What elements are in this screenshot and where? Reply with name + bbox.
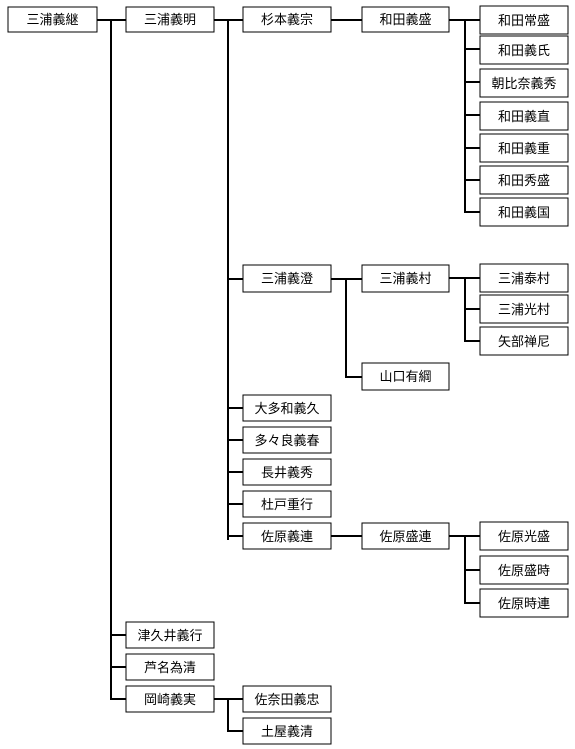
node-box-n7 (242, 394, 332, 422)
node-box-n3f (479, 165, 569, 195)
node-label-n2: 杉本義宗 (261, 12, 313, 28)
node-label-n3b: 和田義氏 (498, 43, 550, 59)
node-box-n12a (479, 521, 569, 551)
node-label-n13: 津久井義行 (137, 628, 202, 644)
edge-root-trunk (97, 19, 126, 700)
node-label-n5a: 三浦泰村 (498, 272, 550, 287)
node-label-n5c: 矢部禅尼 (498, 335, 550, 350)
node-label-n1: 三浦義明 (144, 12, 196, 28)
node-box-n3e (479, 133, 569, 163)
node-label-n7: 大多和義久 (254, 401, 319, 417)
node-box-root (7, 6, 98, 33)
node-label-n14: 芦名為清 (144, 660, 196, 676)
node-box-n15 (125, 685, 215, 713)
node-box-n16 (242, 685, 332, 713)
node-label-root: 三浦義継 (26, 12, 78, 28)
node-box-n5a (479, 263, 569, 293)
node-box-n11 (242, 522, 332, 550)
node-label-n3g: 和田義国 (498, 205, 550, 221)
node-box-n3c (479, 68, 569, 98)
node-box-n8 (242, 426, 332, 454)
node-label-n12b: 佐原盛時 (498, 564, 550, 579)
edge-n15-trunk (214, 698, 243, 732)
node-label-n3d: 和田義直 (498, 109, 550, 125)
node-label-n3c: 朝比奈義秀 (491, 76, 556, 92)
node-label-n10: 杜戸重行 (261, 497, 313, 513)
node-label-n3a: 和田常盛 (498, 14, 550, 29)
node-box-n5b (479, 294, 569, 324)
node-box-n5 (361, 264, 450, 293)
node-label-n16: 佐奈田義忠 (254, 692, 319, 708)
node-label-n5: 三浦義村 (379, 271, 431, 287)
node-box-n2 (242, 6, 332, 33)
node-label-n4: 三浦義澄 (261, 271, 313, 287)
node-label-n8: 多々良義春 (254, 433, 319, 449)
node-box-n9 (242, 458, 332, 486)
node-label-n11: 佐原義連 (261, 529, 313, 545)
node-label-n9: 長井義秀 (261, 465, 313, 481)
node-label-n12c: 佐原時連 (498, 597, 550, 612)
tree-nodes: 三浦義継 三浦義明 杉本義宗 和田義盛 和田常盛 和田義氏 朝比奈義秀 和田義直… (7, 5, 569, 745)
node-box-n3b (479, 35, 569, 65)
node-box-n14 (125, 653, 215, 681)
node-label-n3f: 和田秀盛 (498, 174, 550, 189)
node-box-n1 (125, 6, 215, 33)
node-label-n3: 和田義盛 (379, 12, 431, 28)
node-label-n3e: 和田義重 (498, 141, 550, 157)
node-box-n3a (479, 5, 569, 35)
node-label-n15: 岡崎義実 (144, 692, 196, 708)
node-box-n5c (479, 326, 569, 356)
node-box-n12c (479, 588, 569, 618)
node-label-n5b: 三浦光村 (498, 303, 550, 318)
node-box-n3d (479, 101, 569, 131)
node-box-n17 (242, 717, 332, 745)
node-label-n17: 土屋義清 (261, 724, 313, 740)
tree-connectors (97, 19, 480, 732)
node-box-n6 (361, 362, 450, 391)
node-box-n4 (242, 264, 332, 293)
node-label-n12: 佐原盛連 (379, 530, 431, 545)
node-box-n13 (125, 621, 215, 649)
node-box-n3 (361, 6, 450, 33)
node-box-n3g (479, 197, 569, 227)
node-box-n10 (242, 490, 332, 518)
node-box-n12b (479, 555, 569, 585)
edge-n4-trunk (331, 278, 362, 378)
node-label-n6: 山口有綱 (379, 370, 431, 385)
node-box-n12 (361, 522, 450, 550)
node-label-n12a: 佐原光盛 (498, 530, 550, 545)
